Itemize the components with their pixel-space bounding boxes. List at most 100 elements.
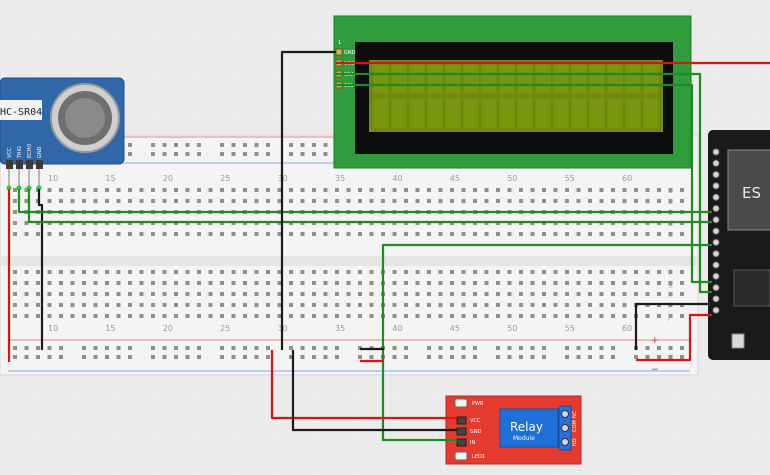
breadboard-hole[interactable] (24, 188, 29, 192)
breadboard-hole[interactable] (323, 188, 328, 192)
breadboard-hole[interactable] (220, 232, 224, 236)
breadboard-hole[interactable] (289, 292, 293, 296)
breadboard-hole[interactable] (208, 314, 213, 318)
breadboard-hole[interactable] (312, 303, 316, 307)
breadboard-hole[interactable] (358, 232, 362, 236)
esp32-pin[interactable] (712, 284, 720, 292)
breadboard-hole[interactable] (335, 188, 339, 192)
breadboard-hole[interactable] (530, 292, 535, 296)
breadboard-hole[interactable] (622, 199, 627, 203)
breadboard-hole[interactable] (174, 270, 178, 274)
breadboard-hole[interactable] (266, 232, 270, 236)
breadboard-hole[interactable] (565, 270, 569, 274)
breadboard-hole[interactable] (174, 232, 178, 236)
breadboard-hole[interactable] (70, 270, 75, 274)
rail-hole[interactable] (588, 346, 592, 350)
breadboard-hole[interactable] (105, 281, 109, 285)
breadboard-hole[interactable] (438, 270, 443, 274)
breadboard-hole[interactable] (542, 303, 546, 307)
breadboard-hole[interactable] (657, 232, 661, 236)
rail-hole[interactable] (59, 346, 63, 350)
breadboard-hole[interactable] (116, 188, 121, 192)
rail-hole[interactable] (13, 346, 17, 350)
breadboard-hole[interactable] (289, 199, 293, 203)
esp32-pin[interactable] (712, 193, 720, 201)
breadboard-hole[interactable] (116, 281, 121, 285)
breadboard-hole[interactable] (93, 232, 98, 236)
wires[interactable] (7, 50, 770, 442)
breadboard-hole[interactable] (82, 232, 86, 236)
rail-hole[interactable] (266, 143, 270, 147)
breadboard-hole[interactable] (588, 188, 592, 192)
breadboard-hole[interactable] (553, 314, 558, 318)
breadboard-hole[interactable] (415, 188, 420, 192)
breadboard-hole[interactable] (496, 292, 500, 296)
breadboard-hole[interactable] (473, 281, 477, 285)
breadboard-hole[interactable] (645, 199, 650, 203)
breadboard-hole[interactable] (553, 199, 558, 203)
breadboard-hole[interactable] (139, 314, 144, 318)
breadboard-hole[interactable] (415, 281, 420, 285)
breadboard-hole[interactable] (231, 303, 236, 307)
breadboard-hole[interactable] (277, 281, 282, 285)
breadboard-hole[interactable] (116, 314, 121, 318)
breadboard-hole[interactable] (576, 292, 581, 296)
breadboard-hole[interactable] (47, 188, 52, 192)
breadboard-hole[interactable] (392, 232, 397, 236)
breadboard-hole[interactable] (346, 303, 351, 307)
breadboard-hole[interactable] (519, 314, 523, 318)
rail-hole[interactable] (220, 346, 224, 350)
wire-lcd-sda[interactable] (336, 72, 712, 294)
breadboard-hole[interactable] (335, 199, 339, 203)
rail-hole[interactable] (427, 355, 431, 359)
breadboard-hole[interactable] (588, 232, 592, 236)
breadboard-hole[interactable] (392, 314, 397, 318)
breadboard-hole[interactable] (530, 232, 535, 236)
rail-hole[interactable] (565, 355, 569, 359)
rail-hole[interactable] (312, 346, 316, 350)
rail-hole[interactable] (312, 143, 316, 147)
breadboard-hole[interactable] (369, 314, 374, 318)
breadboard-hole[interactable] (427, 188, 431, 192)
rail-hole[interactable] (507, 355, 512, 359)
breadboard-hole[interactable] (496, 314, 500, 318)
rail-hole[interactable] (427, 346, 431, 350)
breadboard-hole[interactable] (588, 292, 592, 296)
breadboard-hole[interactable] (599, 303, 604, 307)
reset-button[interactable] (731, 333, 745, 349)
rail-hole[interactable] (151, 152, 155, 156)
rail-hole[interactable] (404, 346, 408, 350)
breadboard-hole[interactable] (220, 270, 224, 274)
relay-pin-vcc[interactable] (456, 416, 467, 425)
breadboard-hole[interactable] (599, 199, 604, 203)
breadboard-hole[interactable] (82, 303, 86, 307)
breadboard-hole[interactable] (657, 199, 661, 203)
breadboard-hole[interactable] (530, 281, 535, 285)
breadboard-hole[interactable] (151, 314, 155, 318)
sensor-pin-vcc[interactable] (6, 160, 13, 169)
breadboard-hole[interactable] (599, 232, 604, 236)
rail-hole[interactable] (174, 346, 178, 350)
breadboard-hole[interactable] (565, 281, 569, 285)
rail-hole[interactable] (128, 143, 132, 147)
breadboard-hole[interactable] (473, 292, 477, 296)
esp32-pin[interactable] (712, 250, 720, 258)
rail-hole[interactable] (634, 355, 638, 359)
breadboard-hole[interactable] (128, 188, 132, 192)
rail-hole[interactable] (404, 355, 408, 359)
breadboard-hole[interactable] (323, 270, 328, 274)
wire-sensor-trig[interactable] (17, 189, 712, 214)
rail-hole[interactable] (645, 355, 650, 359)
breadboard-hole[interactable] (300, 270, 305, 274)
breadboard-hole[interactable] (185, 303, 190, 307)
breadboard-hole[interactable] (611, 232, 615, 236)
breadboard-hole[interactable] (438, 199, 443, 203)
rail-hole[interactable] (197, 152, 201, 156)
breadboard-hole[interactable] (220, 199, 224, 203)
breadboard-hole[interactable] (312, 199, 316, 203)
rail-hole[interactable] (645, 346, 650, 350)
breadboard-hole[interactable] (576, 270, 581, 274)
